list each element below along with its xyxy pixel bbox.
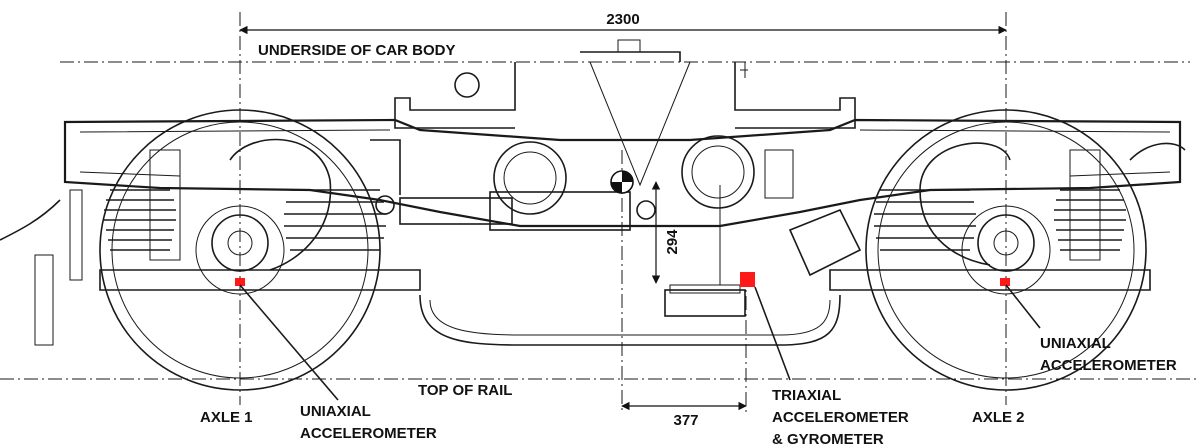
axle-1-label: AXLE 1 xyxy=(200,409,253,426)
sensor-offset-dimension: 377 xyxy=(621,401,747,429)
triaxial-label-line1: TRIAXIAL xyxy=(772,387,841,404)
damper xyxy=(370,139,656,231)
uniaxial-accelerometer-right-marker xyxy=(1000,278,1010,286)
bolster xyxy=(394,39,856,187)
center-of-gravity-symbol xyxy=(610,170,634,194)
sensor-offset-value: 377 xyxy=(673,412,698,429)
top-of-rail-label: TOP OF RAIL xyxy=(418,382,512,399)
leader-lines xyxy=(239,284,1041,401)
cg-height-value: 294 xyxy=(664,229,681,255)
axle-2-label: AXLE 2 xyxy=(972,409,1025,426)
wheelbase-dimension: 2300 xyxy=(239,11,1007,35)
triaxial-label-line2: ACCELEROMETER xyxy=(772,409,909,426)
uniaxial-left-label-line1: UNIAXIAL xyxy=(300,403,371,420)
spring-right-a xyxy=(874,189,976,251)
cg-height-dimension: 294 xyxy=(651,181,681,284)
spring-left-b xyxy=(284,189,386,251)
spring-left-a xyxy=(104,149,181,261)
uniaxial-accelerometer-left-marker xyxy=(235,278,245,286)
lower-frame xyxy=(99,185,1151,346)
spring-right-b xyxy=(1054,149,1126,261)
car-body-label: UNDERSIDE OF CAR BODY xyxy=(258,42,456,59)
triaxial-accelerometer-marker xyxy=(740,272,755,287)
cables xyxy=(0,138,1186,346)
uniaxial-left-label-line2: ACCELEROMETER xyxy=(300,425,437,442)
uniaxial-right-label-line2: ACCELEROMETER xyxy=(1040,357,1177,374)
triaxial-label-line3: & GYROMETER xyxy=(772,431,884,448)
uniaxial-right-label-line1: UNIAXIAL xyxy=(1040,335,1111,352)
wheelbase-value: 2300 xyxy=(606,11,639,28)
wheel-2 xyxy=(865,109,1147,391)
